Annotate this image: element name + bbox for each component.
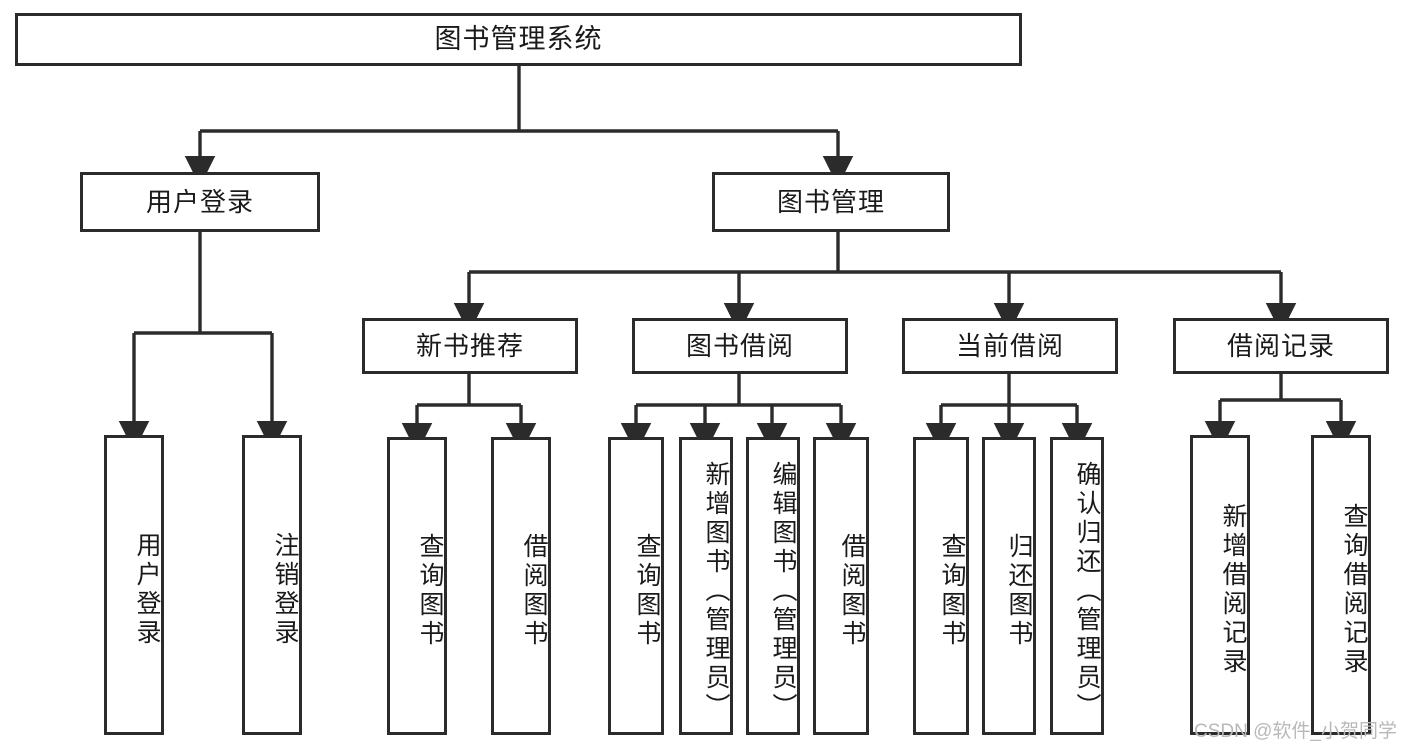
leaf-user-login-login[interactable]: 用户登录: [104, 435, 164, 735]
leaf-book-borrow-add-book-admin[interactable]: 新增图书（管理员）: [679, 437, 733, 735]
leaf-borrow-record-query-record[interactable]: 查询借阅记录: [1311, 435, 1371, 735]
leaf-user-login-logout[interactable]: 注销登录: [242, 435, 302, 735]
leaf-borrow-record-add-record[interactable]: 新增借阅记录: [1190, 435, 1250, 735]
node-borrowing-record[interactable]: 借阅记录: [1173, 318, 1389, 374]
node-root-book-management-system[interactable]: 图书管理系统: [15, 13, 1022, 66]
leaf-new-book-query-book[interactable]: 查询图书: [387, 437, 447, 735]
leaf-new-book-borrow-book[interactable]: 借阅图书: [491, 437, 551, 735]
node-user-login[interactable]: 用户登录: [80, 172, 320, 232]
leaf-current-borrow-query-book[interactable]: 查询图书: [913, 437, 969, 735]
node-current-borrowing[interactable]: 当前借阅: [902, 318, 1118, 374]
leaf-book-borrow-edit-book-admin[interactable]: 编辑图书（管理员）: [746, 437, 800, 735]
node-book-borrowing[interactable]: 图书借阅: [632, 318, 848, 374]
node-book-management[interactable]: 图书管理: [712, 172, 950, 232]
node-new-book-recommendation[interactable]: 新书推荐: [362, 318, 578, 374]
leaf-book-borrow-query-book[interactable]: 查询图书: [608, 437, 664, 735]
csdn-watermark: CSDN @软件_小贺同学: [1194, 721, 1397, 742]
leaf-book-borrow-borrow-book[interactable]: 借阅图书: [813, 437, 869, 735]
leaf-current-borrow-return-book[interactable]: 归还图书: [982, 437, 1036, 735]
leaf-current-borrow-confirm-return-admin[interactable]: 确认归还（管理员）: [1050, 437, 1104, 735]
